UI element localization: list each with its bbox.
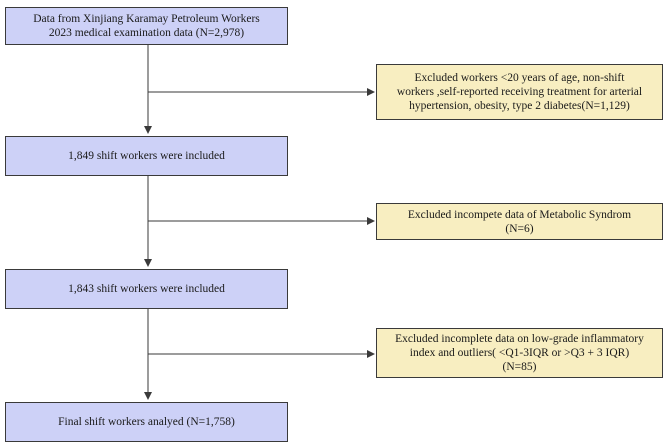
source-data-box: Data from Xinjiang Karamay Petroleum Wor… [5,7,288,45]
exclusion-2-line-2: (N=6) [505,222,534,235]
exclusion-2-line-1: Excluded incompete data of Metabolic Syn… [407,208,632,221]
source-data-line-2: 2023 medical examination data (N=2,978) [48,27,245,39]
exclusion-3-line-3: (N=85) [502,361,537,373]
final-box: Final shift workers analyed (N=1,758) [5,402,288,442]
included-box-2: 1,843 shift workers were included [5,269,288,309]
included-box-1: 1,849 shift workers were included [5,136,288,176]
exclusion-1-line-3: hypertension, obesity, type 2 diabetes(N… [409,100,630,112]
exclusion-1-line-2: workers ,self-reported receiving treatme… [396,86,643,98]
source-data-line-1: Data from Xinjiang Karamay Petroleum Wor… [33,13,260,25]
exclusion-3-line-2: index and outliers( <Q1-3IQR or >Q3 + 3 … [409,347,630,359]
exclusion-1-line-1: Excluded workers <20 years of age, non-s… [414,72,625,84]
exclusion-3-line-1: Excluded incomplete data on low-grade in… [395,333,644,345]
exclusion-box-1: Excluded workers <20 years of age, non-s… [376,64,663,120]
exclusion-box-3: Excluded incomplete data on low-grade in… [376,328,663,378]
included-2-text: 1,843 shift workers were included [68,283,225,295]
final-text: Final shift workers analyed (N=1,758) [58,416,235,428]
included-1-text: 1,849 shift workers were included [68,150,225,162]
exclusion-box-2: Excluded incompete data of Metabolic Syn… [376,203,663,240]
